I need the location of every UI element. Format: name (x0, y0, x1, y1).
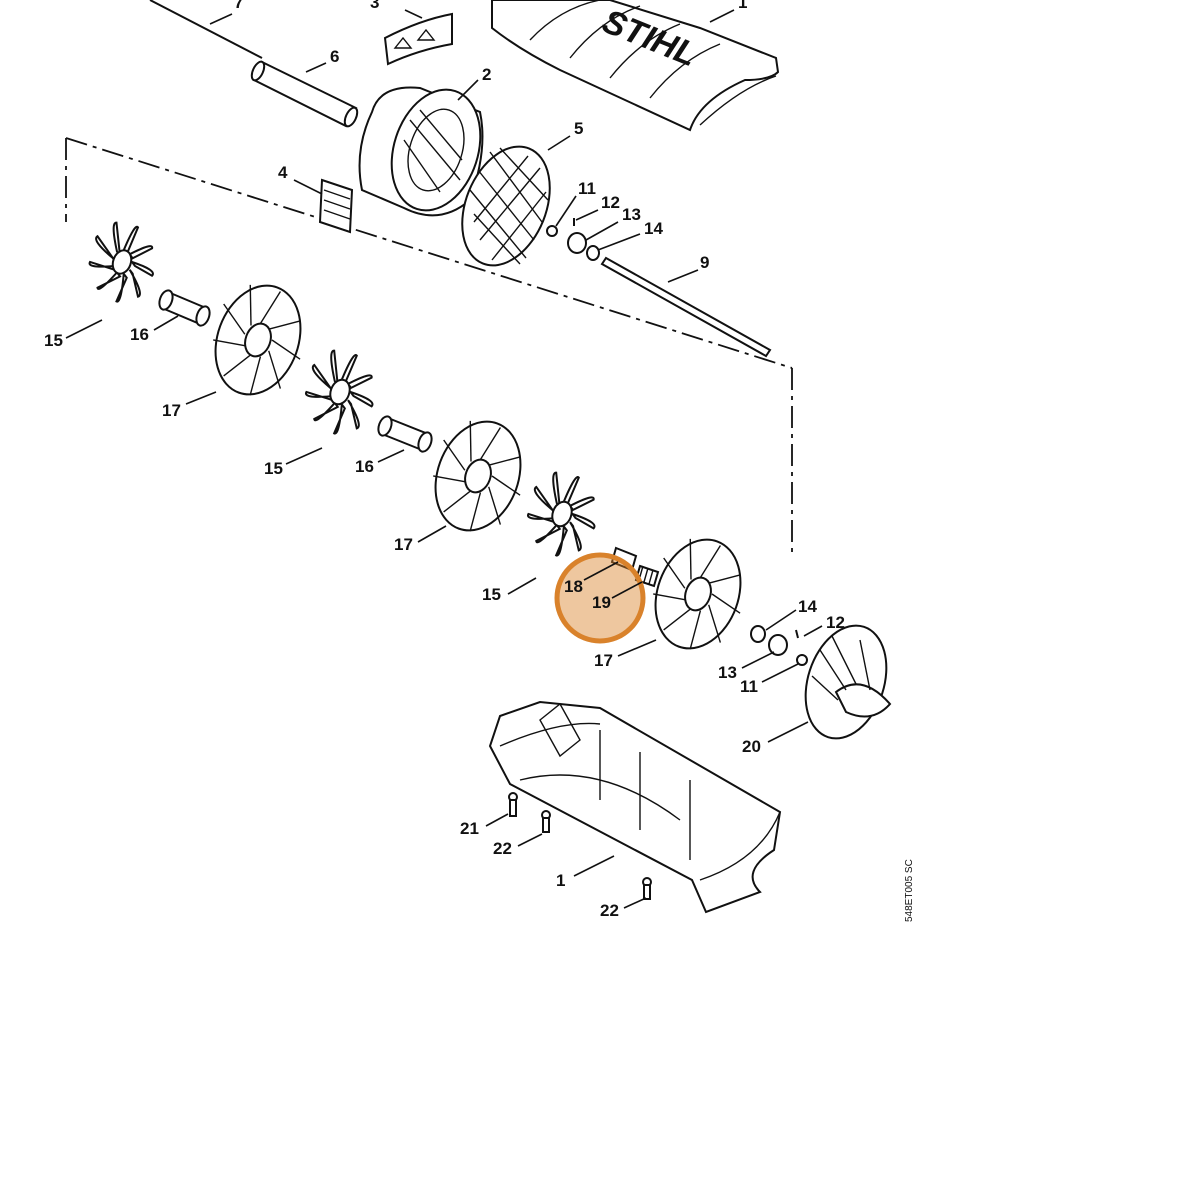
part-6-tube (250, 60, 359, 128)
label-18: 18 (564, 577, 583, 596)
label-1-bottom: 1 (556, 871, 565, 890)
impeller-15-c (526, 471, 596, 557)
label-14-top: 14 (644, 219, 663, 238)
part-16-bushing-1 (158, 289, 211, 327)
small-hardware-bottom (750, 625, 808, 666)
label-12-bottom: 12 (826, 613, 845, 632)
label-13-bottom: 13 (718, 663, 737, 682)
label-6: 6 (330, 47, 339, 66)
label-13-top: 13 (622, 205, 641, 224)
label-9: 9 (700, 253, 709, 272)
part-7-rod (149, 0, 263, 59)
part-3-warning-label (383, 12, 453, 66)
label-4: 4 (278, 163, 288, 182)
small-hardware-top (546, 218, 600, 261)
impeller-17-c (653, 538, 742, 650)
label-11-top: 11 (578, 179, 596, 198)
part-21-screw (508, 792, 518, 817)
impeller-15-a (88, 221, 154, 303)
label-11-bottom: 11 (740, 677, 758, 696)
part-22-screw-b (642, 877, 652, 900)
part-9-shaft (600, 256, 772, 358)
part-22-screw-a (541, 810, 551, 833)
impellers (88, 221, 742, 650)
impeller-17-a (213, 284, 302, 396)
part-20-nose-cone (804, 624, 892, 740)
part-16-bushing-2 (377, 415, 433, 453)
label-1-top: 1 (738, 0, 747, 12)
leader-lines (65, 9, 823, 909)
label-20: 20 (742, 737, 761, 756)
label-12-top: 12 (601, 193, 620, 212)
label-16-b: 16 (355, 457, 374, 476)
label-2: 2 (482, 65, 491, 84)
label-22-a: 22 (493, 839, 512, 858)
label-15-b: 15 (264, 459, 283, 478)
label-14-bottom: 14 (798, 597, 817, 616)
part-4-pad (318, 178, 354, 234)
assembly-boundary (65, 137, 793, 555)
label-15-c: 15 (482, 585, 501, 604)
label-21: 21 (460, 819, 479, 838)
impeller-17-b (433, 420, 522, 532)
label-16-a: 16 (130, 325, 149, 344)
label-7: 7 (234, 0, 243, 12)
part-1-upper-housing: STIHL (491, 0, 780, 132)
impeller-15-b (304, 349, 374, 435)
label-5: 5 (574, 119, 583, 138)
label-3: 3 (370, 0, 379, 12)
part-5-grille (461, 145, 551, 267)
label-15-a: 15 (44, 331, 63, 350)
label-22-b: 22 (600, 901, 619, 920)
label-19: 19 (592, 593, 611, 612)
callout-labels: 7 3 1 6 2 5 4 11 12 13 14 9 15 16 17 15 … (44, 0, 845, 920)
label-17-b: 17 (394, 535, 413, 554)
label-17-c: 17 (594, 651, 613, 670)
drawing-code: 548ET005 SC (904, 859, 915, 922)
label-17-a: 17 (162, 401, 181, 420)
highlight-marker (554, 552, 646, 644)
part-1-lower-housing (488, 700, 782, 914)
